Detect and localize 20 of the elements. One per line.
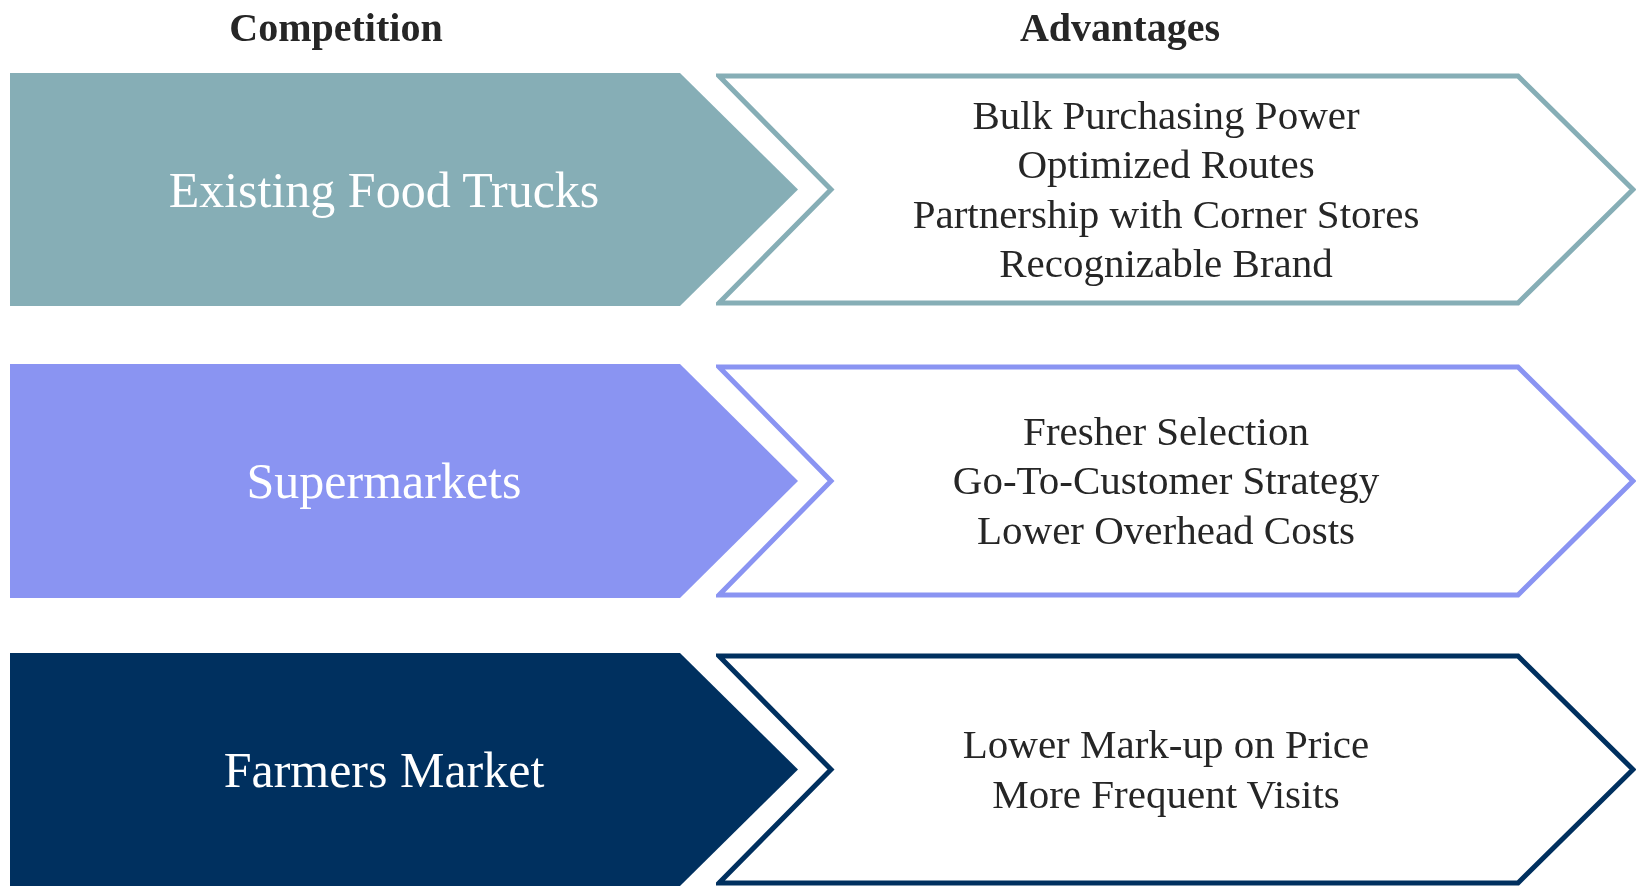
chevron-shape: [10, 73, 798, 306]
advantage-text: Partnership with Corner Stores: [912, 189, 1420, 239]
advantage-text: Lower Mark-up on Price: [962, 720, 1370, 770]
column-heading: Competition: [229, 4, 443, 51]
column-heading: Advantages: [1020, 4, 1220, 51]
chevron-shape: [10, 364, 798, 598]
chevron-outline: [716, 73, 1636, 306]
chevron-outline: [716, 364, 1636, 598]
advantage-text: Go-To-Customer Strategy: [952, 456, 1380, 506]
advantage-text: Lower Overhead Costs: [977, 505, 1355, 555]
advantage-text: More Frequent Visits: [992, 769, 1340, 819]
competitor-label: Supermarkets: [246, 452, 522, 511]
advantage-text: Fresher Selection: [1023, 407, 1309, 457]
advantage-text: Recognizable Brand: [999, 238, 1333, 288]
competitor-label: Existing Food Trucks: [168, 160, 600, 220]
competitor-label: Farmers Market: [223, 740, 545, 800]
advantage-text: Optimized Routes: [1017, 140, 1315, 190]
advantage-text: Bulk Purchasing Power: [972, 91, 1360, 141]
chevron-shape: [10, 653, 798, 886]
chevron-outline: [716, 653, 1636, 886]
